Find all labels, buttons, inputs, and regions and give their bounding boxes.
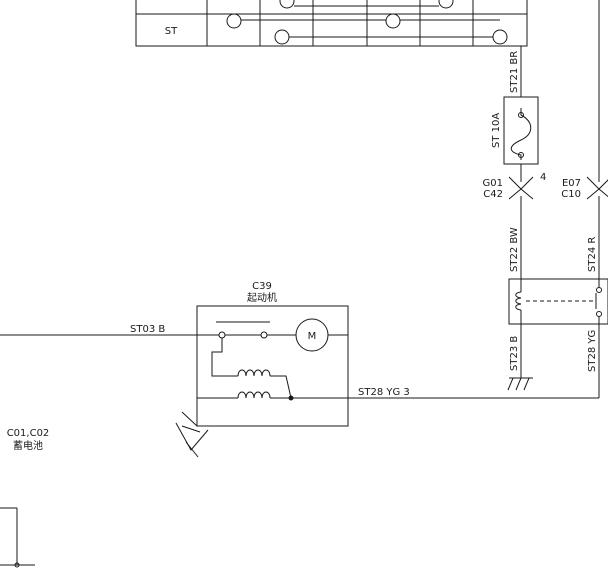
wire-label-st03: ST03 B xyxy=(130,324,165,335)
switch-contact xyxy=(274,29,290,45)
wire-label-st21: ST21 BR xyxy=(509,51,520,93)
wire-label-st22: ST22 BW xyxy=(509,227,520,272)
connector-g01-c42: G01 C42 4 xyxy=(483,172,547,200)
fuse-label: ST 10A xyxy=(491,113,502,148)
fuse: ST 10A xyxy=(491,96,539,165)
ground-relay xyxy=(507,377,533,391)
motor-label: M xyxy=(308,331,317,342)
connector-label-g01: G01 xyxy=(483,178,503,189)
ground-starter xyxy=(175,411,209,458)
battery-code: C01,C02 xyxy=(7,428,50,439)
connector-label-c42: C42 xyxy=(483,189,503,200)
switch-contact xyxy=(226,13,242,29)
connector-label-c10: C10 xyxy=(561,189,581,200)
starter-motor: C39 起动机 M xyxy=(196,281,349,427)
ignition-switch-table: ST xyxy=(135,0,528,47)
battery-name: 蓄电池 xyxy=(13,439,43,452)
starter-code: C39 xyxy=(252,281,272,292)
start-relay xyxy=(508,278,608,325)
battery: C01,C02 蓄电池 xyxy=(0,428,50,568)
switch-contact xyxy=(438,0,454,9)
wire-label-st28-relay: ST28 YG xyxy=(587,330,598,372)
starter-name: 起动机 xyxy=(247,291,277,304)
wire-label-st24: ST24 R xyxy=(587,237,598,272)
connector-label-e07: E07 xyxy=(562,178,581,189)
wire-label-st28-main: ST28 YG 3 xyxy=(358,387,410,398)
switch-row-label: ST xyxy=(165,26,178,37)
switch-contact xyxy=(279,0,295,9)
connector-pin-4: 4 xyxy=(540,172,546,183)
switch-contact xyxy=(492,29,508,45)
wire-label-st23: ST23 B xyxy=(509,336,520,371)
connector-e07-c10: E07 C10 xyxy=(561,0,608,200)
switch-contact xyxy=(385,13,401,29)
